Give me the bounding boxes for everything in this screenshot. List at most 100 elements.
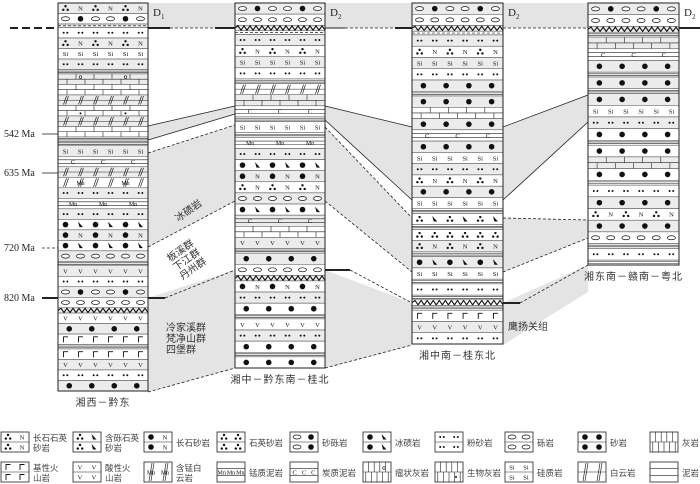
svg-text:Si: Si — [63, 51, 69, 58]
svg-text:N: N — [608, 212, 613, 219]
svg-text:Si: Si — [108, 51, 114, 58]
svg-text:N: N — [20, 444, 25, 451]
svg-text:Si: Si — [63, 148, 69, 155]
column-name: 湘西－黔东 — [76, 396, 131, 409]
svg-text:Mn: Mn — [147, 470, 155, 476]
correlation-line — [324, 105, 413, 128]
svg-text:Si: Si — [93, 148, 99, 155]
layer-ss — [234, 252, 326, 265]
svg-text:Si: Si — [509, 474, 515, 481]
legend-item-nod: 瘤状灰岩 — [362, 461, 430, 483]
svg-text:N: N — [108, 41, 113, 48]
layer-ss — [411, 140, 504, 153]
layer-dash — [234, 30, 326, 35]
layer-ls — [57, 126, 149, 138]
svg-text:C: C — [455, 133, 459, 140]
svg-text:V: V — [138, 268, 143, 275]
layer-mud — [411, 208, 504, 214]
layer-unc — [57, 307, 149, 314]
legend-label: 砂岩 — [610, 438, 628, 449]
svg-text:C: C — [248, 109, 252, 116]
svg-text:V: V — [300, 322, 305, 329]
svg-text:C: C — [302, 469, 306, 476]
layer-ls — [57, 84, 149, 96]
svg-text:C: C — [308, 218, 312, 225]
layer-ss — [57, 380, 149, 392]
svg-text:C: C — [278, 218, 282, 225]
svg-text:V: V — [270, 322, 275, 329]
svg-text:V: V — [417, 324, 422, 331]
layer-silt — [57, 208, 149, 220]
legend-label: 山岩 — [105, 473, 123, 484]
svg-text:V: V — [92, 464, 97, 471]
svg-text:N: N — [285, 284, 290, 291]
svg-text:Mn: Mn — [227, 470, 235, 476]
svg-text:V: V — [108, 362, 113, 369]
layer-mud — [234, 314, 326, 320]
band-nanhua-2 — [325, 127, 412, 272]
svg-text:N: N — [163, 444, 168, 451]
legend-label: 硅质岩 — [537, 468, 563, 479]
layer-mud — [411, 91, 504, 97]
layer-dash — [411, 30, 504, 36]
band-devonian — [148, 3, 588, 28]
layer-nod — [57, 73, 149, 85]
svg-text:N: N — [255, 174, 260, 181]
svg-text:Si: Si — [432, 200, 438, 207]
legend-swatch — [289, 461, 319, 483]
svg-text:V: V — [255, 240, 260, 247]
top-boundary-label: D2 — [508, 7, 520, 21]
svg-text:Si: Si — [493, 155, 499, 162]
svg-text:Si: Si — [300, 60, 306, 67]
correlation-line — [324, 200, 413, 273]
layer-ss — [57, 323, 149, 335]
layer-cong — [234, 263, 326, 276]
legend-item-bio: 生物灰岩 — [434, 461, 502, 483]
layer-mud — [587, 71, 680, 78]
svg-text:Si: Si — [240, 60, 246, 67]
svg-text:V: V — [240, 322, 245, 329]
layer-til — [57, 240, 149, 252]
legend-item-ls: 灰岩 — [649, 431, 700, 453]
correlation-line — [164, 269, 236, 299]
layer-cong — [57, 297, 149, 309]
legend-label: 灰岩 — [682, 438, 700, 449]
layer-unc — [587, 26, 680, 33]
svg-text:Si: Si — [315, 60, 321, 67]
svg-text:N: N — [138, 6, 143, 13]
svg-text:Mn: Mn — [306, 141, 314, 147]
correlation-line — [502, 237, 589, 273]
svg-text:N: N — [163, 434, 168, 441]
zone-label-banxi: 板溪群 下江群 丹州群 — [164, 237, 209, 283]
svg-text:N: N — [78, 41, 83, 48]
legend-label: 砾岩 — [537, 438, 555, 449]
layer-ss — [411, 185, 504, 198]
svg-text:N: N — [20, 434, 25, 441]
correlation-line — [147, 124, 236, 154]
correlation-line — [147, 113, 236, 141]
legend-item-til: 冰碛岩 — [362, 431, 421, 453]
svg-text:V: V — [92, 474, 97, 481]
layer-unc — [411, 299, 504, 306]
svg-text:C: C — [631, 52, 635, 59]
svg-text:V: V — [78, 474, 83, 481]
legend-label: 基性火 — [33, 463, 59, 474]
svg-text:Si: Si — [462, 155, 468, 162]
legend-label: 生物灰岩 — [467, 468, 502, 479]
svg-text:V: V — [123, 268, 128, 275]
svg-text:Si: Si — [270, 60, 276, 67]
svg-text:Mn: Mn — [121, 181, 129, 187]
